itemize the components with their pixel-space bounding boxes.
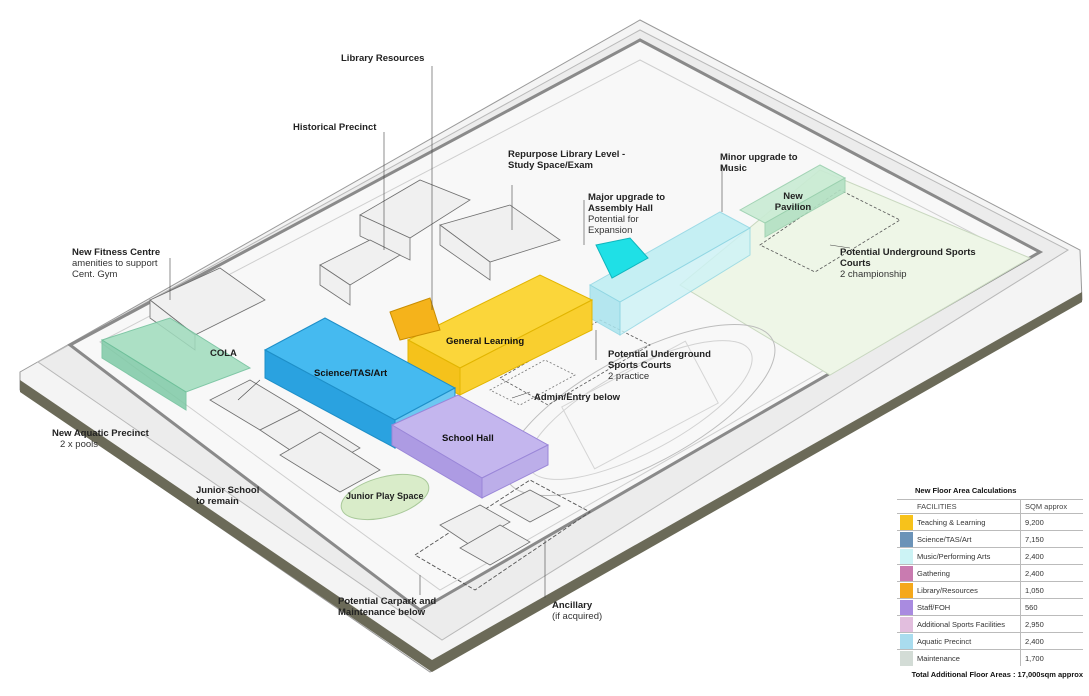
label-cola: COLA [210,348,237,359]
legend-facility-name: Library/Resources [913,581,1021,599]
legend-facility-sqm: 560 [1020,598,1083,616]
label-school-hall: School Hall [442,433,494,444]
label-library-resources: Library Resources [341,53,425,64]
legend-facility-name: Aquatic Precinct [913,632,1021,650]
existing-buildings [149,179,561,566]
legend-total: Total Additional Floor Areas : 17,000sqm… [911,670,1083,679]
legend-facility-name: Science/TAS/Art [913,530,1021,548]
legend-facility-sqm: 9,200 [1020,513,1083,531]
legend-facility-sqm: 2,400 [1020,564,1083,582]
school-hall-side [481,444,549,499]
legend-col-facilities: FACILITIES [913,499,1021,514]
aquatic-block-front [101,339,187,411]
leader-lines [169,66,851,598]
legend-facility-name: Staff/FOH [913,598,1021,616]
label-historical-precinct: Historical Precinct [293,122,377,133]
general-learning-side [459,299,593,396]
label-science-tas-art: Science/TAS/Art [314,368,388,379]
label-carpark: Potential Carpark and Maintenance below [338,596,437,618]
legend-swatch [897,513,913,531]
floor-area-legend: New Floor Area Calculations FACILITIES S… [897,486,1083,679]
legend-swatch [897,564,913,582]
legend-facility-name: Additional Sports Facilities [913,615,1021,633]
label-junior-school: Junior School to remain [196,485,260,507]
legend-table: FACILITIES SQM approx Teaching & Learnin… [897,499,1083,666]
music-block-side [619,227,751,336]
legend-facility-name: Maintenance [913,649,1021,666]
legend-facility-sqm: 1,700 [1020,649,1083,666]
label-junior-play: Junior Play Space [346,491,424,501]
label-new-pavilion: New Pavilion [774,191,812,213]
legend-swatch [897,530,913,548]
label-minor-upgrade-music: Minor upgrade to Music [720,152,798,174]
library-block [389,297,441,341]
legend-swatch [897,598,913,616]
legend-header-row: FACILITIES SQM approx [897,499,1083,514]
ground-edge-right [432,292,1082,672]
label-repurpose-library: Repurpose Library Level - Study Space/Ex… [508,149,626,171]
legend-facility-sqm: 7,150 [1020,530,1083,548]
label-ancillary: Ancillary(if acquired) [552,600,603,622]
legend-facility-sqm: 2,400 [1020,632,1083,650]
legend-swatch [897,632,913,650]
legend-facility-sqm: 2,950 [1020,615,1083,633]
admin-outline [489,359,576,406]
legend-swatch [897,615,913,633]
ground-edge-left [20,380,432,672]
legend-swatch [897,547,913,565]
carpark-outline [414,479,591,591]
legend-swatch [897,581,913,599]
label-general-learning: General Learning [446,336,525,347]
field-markings [561,340,719,470]
legend-facility-sqm: 1,050 [1020,581,1083,599]
legend-title: New Floor Area Calculations [915,486,1017,495]
legend-swatch [897,649,913,666]
label-admin-entry: Admin/Entry below [534,392,621,403]
legend-col-sqm: SQM approx [1020,499,1083,514]
legend-facility-name: Music/Performing Arts [913,547,1021,565]
legend-facility-sqm: 2,400 [1020,547,1083,565]
pavilion-side [764,177,846,238]
assembly-hall-box [595,237,649,279]
legend-facility-name: Teaching & Learning [913,513,1021,531]
junior-play-space [340,473,430,521]
legend-facility-name: Gathering [913,564,1021,582]
